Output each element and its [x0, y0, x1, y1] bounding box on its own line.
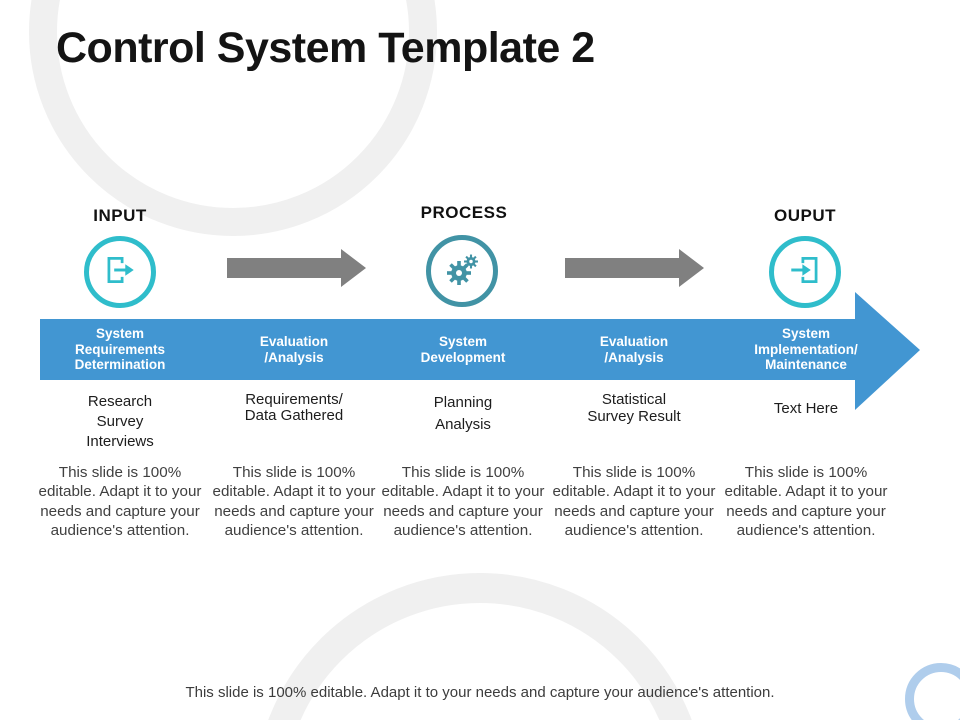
step-description: This slide is 100% editable. Adapt it to…: [38, 464, 202, 539]
band-step-label: System Development: [420, 333, 506, 365]
stage-label-ouput: OUPUT: [774, 206, 836, 225]
step-sub-label: Planning Analysis: [433, 394, 493, 433]
step-sub-label: Statistical Survey Result: [587, 391, 681, 425]
page-title: Control System Template 2: [56, 24, 595, 72]
band-step-label: Evaluation /Analysis: [599, 333, 669, 365]
step-sub-label: Research Survey Interviews: [86, 393, 154, 450]
decorative-ring-bottom-right: [905, 663, 960, 720]
stage-label-input: INPUT: [93, 206, 147, 225]
step-sub-label: Text Here: [773, 400, 839, 417]
gears-icon: [442, 249, 482, 294]
step-description: This slide is 100% editable. Adapt it to…: [552, 464, 716, 539]
flow-arrow-icon: [565, 249, 705, 292]
step-description: This slide is 100% editable. Adapt it to…: [724, 464, 888, 539]
bottom-caption: This slide is 100% editable. Adapt it to…: [185, 684, 775, 701]
process-arrow-band: [40, 292, 920, 417]
band-step-label: System Implementation/ Maintenance: [754, 325, 858, 373]
band-step-label: Evaluation /Analysis: [259, 333, 329, 365]
ouput-stage-circle: [769, 236, 841, 308]
process-stage-circle: [426, 235, 498, 307]
input-stage-circle: [84, 236, 156, 308]
flow-arrow-icon: [227, 249, 367, 292]
step-sub-label: Requirements/ Data Gathered: [244, 391, 344, 425]
step-description: This slide is 100% editable. Adapt it to…: [212, 464, 376, 539]
band-step-label: System Requirements Determination: [74, 325, 166, 373]
stage-label-process: PROCESS: [420, 203, 508, 222]
step-description: This slide is 100% editable. Adapt it to…: [381, 464, 545, 539]
exit-arrow-icon: [101, 251, 139, 294]
enter-arrow-icon: [786, 251, 824, 294]
